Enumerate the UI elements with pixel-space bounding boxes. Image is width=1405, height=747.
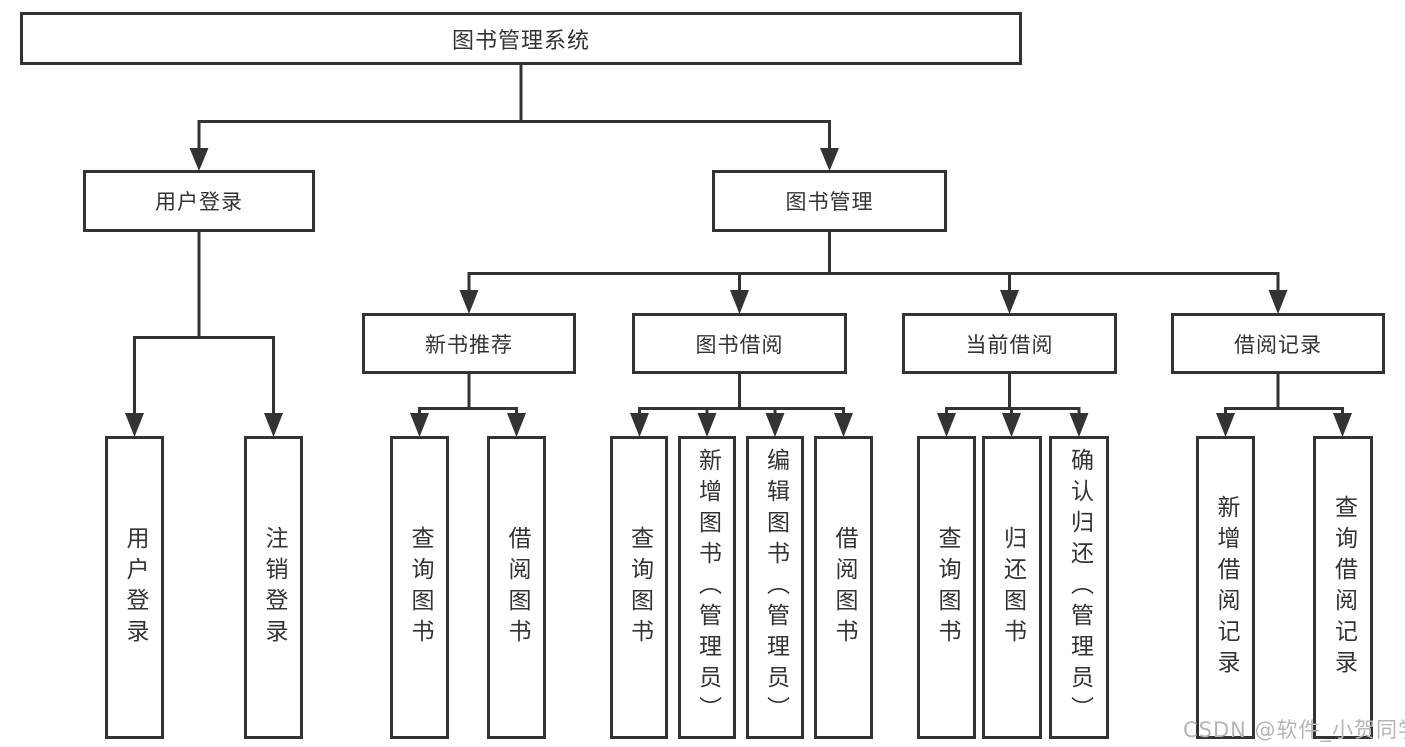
node-label: 用户登录 bbox=[155, 190, 243, 214]
leaf-confirm-return-admin: 确认归还（管理员） bbox=[1049, 436, 1109, 739]
node-user-login: 用户登录 bbox=[83, 170, 315, 232]
leaf-label: 查询借阅记录 bbox=[1330, 494, 1357, 681]
node-borrow-records: 借阅记录 bbox=[1171, 313, 1385, 374]
node-root-system: 图书管理系统 bbox=[20, 12, 1022, 65]
node-label: 借阅记录 bbox=[1234, 332, 1322, 357]
leaf-label: 归还图书 bbox=[999, 525, 1026, 650]
leaf-query-books-1: 查询图书 bbox=[390, 436, 449, 739]
leaf-add-books-admin: 新增图书（管理员） bbox=[678, 436, 736, 739]
node-book-borrow: 图书借阅 bbox=[632, 313, 847, 374]
leaf-add-borrow-record: 新增借阅记录 bbox=[1196, 436, 1255, 739]
node-label: 图书管理 bbox=[785, 190, 874, 214]
node-book-management: 图书管理 bbox=[712, 170, 947, 232]
leaf-logout: 注销登录 bbox=[244, 436, 303, 739]
csdn-watermark: CSDN @软件_小贺同学 bbox=[1183, 718, 1405, 742]
leaf-label: 借阅图书 bbox=[504, 525, 530, 650]
leaf-label: 确认归还（管理员） bbox=[1066, 448, 1093, 727]
leaf-label: 编辑图书（管理员） bbox=[762, 448, 789, 727]
leaf-user-login: 用户登录 bbox=[105, 436, 164, 739]
leaf-query-borrow-record: 查询借阅记录 bbox=[1313, 436, 1373, 739]
node-current-borrow: 当前借阅 bbox=[902, 313, 1117, 374]
leaf-label: 查询图书 bbox=[626, 525, 653, 650]
leaf-label: 新增借阅记录 bbox=[1213, 494, 1239, 681]
leaf-query-books-3: 查询图书 bbox=[917, 436, 976, 739]
leaf-borrow-books-1: 借阅图书 bbox=[487, 436, 546, 739]
leaf-return-books: 归还图书 bbox=[982, 436, 1042, 739]
leaf-label: 查询图书 bbox=[934, 525, 960, 650]
node-new-book-recommend: 新书推荐 bbox=[362, 313, 576, 374]
leaf-borrow-books-2: 借阅图书 bbox=[814, 436, 873, 739]
node-label: 新书推荐 bbox=[425, 332, 513, 357]
leaf-edit-books-admin: 编辑图书（管理员） bbox=[746, 436, 804, 739]
leaf-label: 查询图书 bbox=[407, 525, 433, 650]
leaf-label: 新增图书（管理员） bbox=[694, 448, 721, 727]
leaf-label: 注销登录 bbox=[261, 525, 287, 650]
leaf-query-books-2: 查询图书 bbox=[610, 436, 668, 739]
node-label: 图书借阅 bbox=[695, 332, 784, 357]
arrowheads bbox=[125, 148, 1352, 437]
leaf-label: 借阅图书 bbox=[831, 525, 857, 650]
node-label: 图书管理系统 bbox=[451, 28, 590, 54]
node-label: 当前借阅 bbox=[965, 332, 1054, 357]
leaf-label: 用户登录 bbox=[122, 525, 148, 650]
